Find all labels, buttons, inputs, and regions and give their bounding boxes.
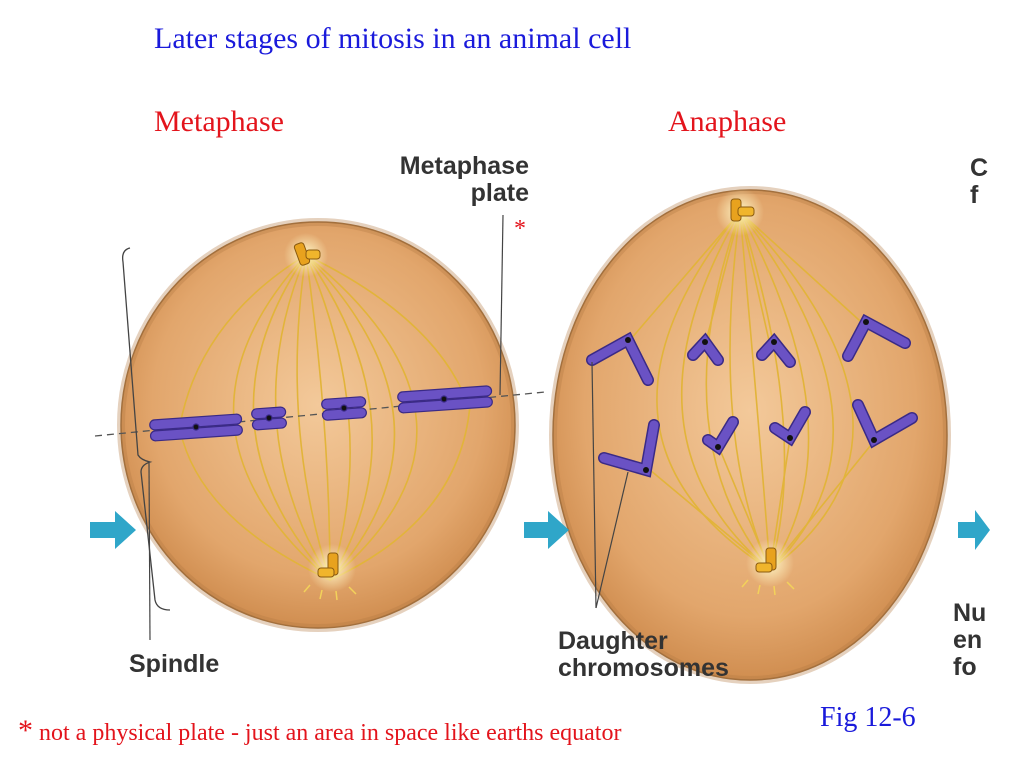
footnote-asterisk: * <box>18 714 33 747</box>
metaphase-centrosome-bottom <box>303 544 357 601</box>
metaphase-chromosomes <box>149 385 493 442</box>
stage-label-anaphase: Anaphase <box>668 105 787 138</box>
spindle-leader <box>148 462 151 641</box>
daughter-chromosomes-label: Daughter chromosomes <box>558 628 729 682</box>
metaphase-plate-label-line1: Metaphase <box>399 152 529 180</box>
anaphase-centrosome-top <box>716 188 764 236</box>
anaphase-cell <box>549 186 951 684</box>
footnote: * not a physical plate - just an area in… <box>18 716 621 748</box>
metaphase-centrosome-top <box>284 233 328 277</box>
anaphase-centromeres <box>625 319 877 473</box>
chromosome-4 <box>397 385 493 414</box>
slide-title: Later stages of mitosis in an animal cel… <box>154 22 632 55</box>
metaphase-cell <box>117 218 519 632</box>
anaphase-centrosome-bottom <box>741 539 795 596</box>
cutoff-label-top-line2: f <box>970 181 979 209</box>
arrow-middle <box>524 511 569 549</box>
arrow-right <box>958 510 990 550</box>
cutoff-label-bottom-line1: Nu <box>953 600 987 627</box>
metaphase-plate-asterisk: * <box>514 216 526 242</box>
footnote-text: not a physical plate - just an area in s… <box>39 720 622 746</box>
metaphase-plate-leader <box>499 214 504 396</box>
metaphase-plate-label-line2: plate <box>470 179 529 207</box>
chromosome-1 <box>149 413 243 442</box>
figure-reference: Fig 12-6 <box>820 702 916 733</box>
metaphase-plate-label: Metaphase plate <box>373 153 529 207</box>
cutoff-label-bottom-line3: fo <box>953 653 977 681</box>
cutoff-label-bottom-line2: en <box>953 626 983 654</box>
stage-label-metaphase: Metaphase <box>154 105 284 138</box>
spindle-bracket <box>122 247 171 611</box>
spindle-label: Spindle <box>129 650 220 678</box>
arrow-left <box>90 511 136 549</box>
cutoff-label-top-line1: C <box>970 155 989 182</box>
daughter-chromosomes-label-line1: Daughter <box>558 627 668 655</box>
cutoff-label-bottom: Nu en fo <box>953 600 1024 681</box>
chromosome-2 <box>251 406 287 431</box>
chromosome-3 <box>321 396 367 421</box>
metaphase-spindle-fibers <box>179 254 471 581</box>
cutoff-label-top: C f <box>970 155 1024 209</box>
daughter-chromosomes-leaders <box>591 361 629 609</box>
daughter-chromosomes-label-line2: chromosomes <box>558 654 729 682</box>
